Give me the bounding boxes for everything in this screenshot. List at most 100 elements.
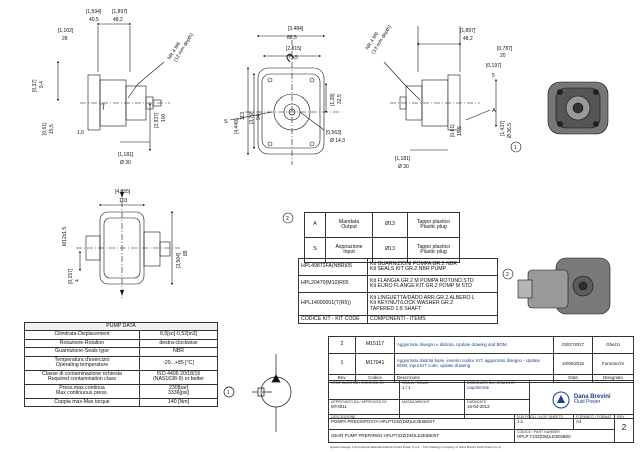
hydraulic-symbol-label: 1 (227, 390, 230, 396)
table-row: HPL49872FA(NBR)05 Kit GUARNIZIONI POMPA … (298, 258, 498, 276)
top-view-arrows (120, 192, 124, 296)
dim-label: 94 (256, 114, 262, 120)
company-logo-icon (552, 391, 570, 408)
dim-label: M12x1.5 (62, 227, 68, 246)
table-row: GEAR PUMP PREPARED HPLPT23Z(DM)LE3E5B0ST… (328, 429, 634, 443)
top-view (76, 190, 180, 300)
scale-value: 1 / 1 (402, 384, 411, 390)
dim-label: [1,594] (86, 9, 102, 15)
mass-label: MASSA/WEIGHT (402, 400, 430, 404)
dim-label: 5 (492, 73, 495, 79)
pump-data-value: 140 [Nm] (139, 397, 218, 408)
dim-label: [1,181] (395, 156, 411, 162)
dim-label: 48,2 (463, 36, 473, 42)
table-row: 1 M17041 Aggiornato distinta base, inser… (328, 353, 634, 375)
title-block-description: DESCRIZIONE POMPA PREDISPOSTA HPLPT23Z(D… (328, 414, 634, 443)
kit-desc: Kit FLANGIA GR.2 M POMPA ROTUND.STD Kit … (367, 275, 498, 293)
rev-author: Fornoncchi (592, 353, 634, 375)
dim-label: [0,197] (486, 63, 502, 69)
dim-label: [4,449] (234, 118, 240, 134)
sheet-value: 1:1 (517, 418, 524, 424)
port-type: Tappo plastico Plastic plug (407, 212, 460, 238)
dim-label: 32,5 (337, 94, 343, 104)
dim-label: 20 (500, 53, 506, 59)
ports-table: A Mandata Output Ø13 Tappo plastico Plas… (304, 212, 460, 263)
pump-data-table: PUMP DATA Cilindrata-Displacement 8,5[cc… (24, 321, 218, 408)
dim-label: 1,6 (77, 130, 84, 136)
kit-table: HPL49872FA(NBR)05 Kit GUARNIZIONI POMPA … (298, 258, 498, 325)
approved-value: MT4011 (331, 403, 347, 409)
table-row: HPL14000001(T(R5)) Kit LINGUETTA/DADO AR… (298, 292, 498, 316)
rev-desc: Aggiornato distinta base, inserito codic… (394, 353, 554, 375)
format-value: A3 (576, 418, 582, 424)
pump-data-title: PUMP DATA (24, 321, 218, 332)
dim-label: [3,937] (154, 112, 160, 128)
port-label-s: S (224, 119, 228, 125)
top-view-labels: [4,055] 103 [3,504] 89 M12x1.5 [0,157] 4 (62, 189, 189, 284)
dim-label: [0,157] (68, 268, 74, 284)
pump-data-value: destra-clockwise (139, 338, 218, 349)
table-row: Cilindrata-Displacement 8,5[cc]-0,52[in3… (24, 330, 218, 340)
dim-label: 88,5 (287, 35, 297, 41)
date-label: DATA/DATE (467, 400, 487, 404)
rev-date: 10/06/2015 (553, 353, 593, 375)
dim-label: [1,28] (330, 93, 336, 106)
dim-label: [4,055] (115, 189, 131, 195)
code-value: HPLP T23Z(DM)LE3E5B00 (517, 433, 571, 439)
rev-number: 1 (328, 353, 356, 375)
desc-italian: POMPA PREDISPOSTA HPLPT23Z(DM)LE3E5B0ST (331, 418, 436, 424)
dim-label: [2,815] (286, 46, 302, 52)
dim-label: [3,504] (176, 252, 182, 268)
hydraulic-symbol (223, 354, 292, 432)
dim-label: 9,4 (39, 81, 45, 88)
pump-data-label: Press.max continua Max continuous press. (24, 383, 140, 399)
kit-code: HPL20470(M10)R05 (298, 275, 368, 293)
rev-code: M15117 (355, 336, 395, 354)
front-view-center (229, 34, 340, 165)
rev-author: Ghezzi (592, 336, 634, 354)
dim-label: [0,563] (326, 130, 342, 136)
desc-english: GEAR PUMP PREPARED HPLPT23Z(DM)LE3E5B0ST (331, 432, 440, 438)
side-view-left-labels: [1,594] [1,897] 40,5 48,2 [1,102] 28 [0,… (32, 9, 195, 166)
table-row: DESCRIZIONE POMPA PREDISPOSTA HPLPT23Z(D… (328, 414, 634, 443)
port-label-a: A (492, 108, 496, 114)
pump-data-value: 8,5[cc]-0,52[in3] (139, 330, 218, 340)
dim-label: [0,37] (32, 79, 38, 92)
dim-label: [1,181] (118, 152, 134, 158)
pump-data-label: Rotazione-Rotation (24, 338, 140, 349)
side-view-right (383, 26, 522, 153)
table-row: Rotazione-Rotation destra-clockwise (24, 338, 218, 349)
dim-label: Ø 30 (398, 164, 409, 170)
dim-label: 89 (183, 250, 189, 256)
pump-data-label: Classe di contaminazione richiesta Requi… (24, 369, 140, 385)
dim-label: 15,5 (49, 124, 55, 134)
pump-data-value: NBR (139, 347, 218, 357)
callout-bubble: 1 (514, 145, 517, 151)
pump-data-label: Guarnizione-Seals type (24, 347, 140, 357)
rev-date: 03/07/2017 (553, 336, 593, 354)
table-header-row: PUMP DATA (24, 321, 218, 332)
format-label: FORMATO / FORMAT (576, 415, 612, 419)
dim-label: [1,897] (460, 28, 476, 34)
dim-label: [0,61] (42, 122, 48, 135)
dim-label: [3,70] (249, 111, 255, 124)
kit-desc: Kit LINGUETTA/DADO ARR.GR.2 ALBERO L Kit… (367, 292, 498, 316)
approved-label: APPROVATO DA / APPROVED BY (331, 400, 388, 404)
kit-footer-desc: COMPONENTI - ITEMS (367, 314, 498, 325)
dim-label: [1,437] (500, 120, 506, 136)
table-row: HPL20470(M10)R05 Kit FLANGIA GR.2 M POMP… (298, 275, 498, 293)
side-view-left (56, 22, 170, 152)
callout-bubble: 2 (506, 272, 509, 278)
table-row: Guarnizione-Seals type NBR (24, 347, 218, 357)
company-division: Fluid Power (573, 399, 601, 406)
table-row: VERIFICATO DA / CHECKED BY SCALA / SCALE… (328, 380, 634, 419)
pump-data-label: Coppia max-Max torque (24, 397, 140, 408)
pump-data-value: ISO 4406 20/18/15 (NAS1638-9) or better (139, 369, 218, 385)
dim-label: [0,787] (497, 46, 513, 52)
property-note: Questo disegno è di proprietà della Dana… (330, 445, 502, 449)
drawn-label: DISEGNATO DA / DRAWN BY (467, 381, 516, 385)
pump-data-label: Temperatura d'esercizio Operating temper… (24, 355, 140, 371)
front-view-center-labels: [3,484] 88,5 [2,815] 71,5 [4,449] 113 [3… (224, 26, 345, 144)
pump-data-label: Cilindrata-Displacement (24, 330, 140, 340)
dim-label: 103 (119, 198, 128, 204)
